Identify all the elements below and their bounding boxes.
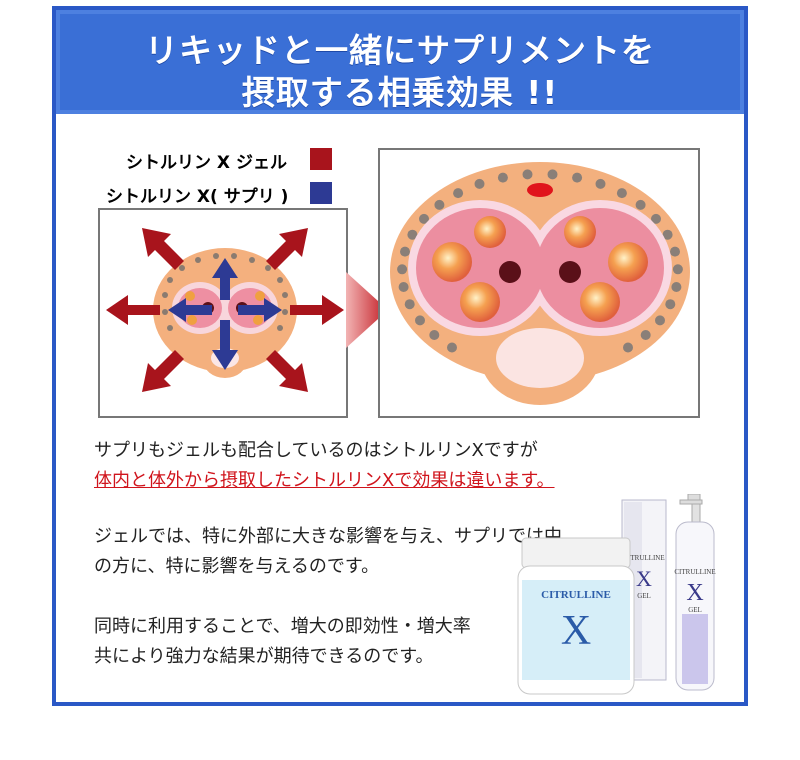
pump-brand: CITRULLINE [674, 568, 715, 576]
ring-dot [671, 282, 682, 292]
ring-dot [655, 315, 665, 326]
paragraph-3-line-1: 同時に利用することで、増大の即効性・増大率 [94, 616, 471, 637]
legend-supplement-label: シトルリン X( サプリ ) [106, 187, 289, 207]
large-cross-section-diagram [378, 148, 700, 418]
bottle-letter: X [561, 608, 591, 654]
ring-dot [404, 299, 415, 310]
paragraph-1-line-1: サプリもジェルも配合しているのはシトルリンXですが [94, 440, 538, 461]
ring-dot [572, 172, 583, 183]
box-sub: GEL [637, 592, 651, 600]
paragraph-2-line-1: ジェルでは、特に外部に大きな影響を与え、サプリでは中 [94, 526, 562, 547]
large-diagram-svg [390, 162, 690, 405]
ring-dot [447, 342, 457, 353]
ring-dot [497, 172, 508, 183]
ring-dot [415, 315, 425, 326]
ring-dot [522, 169, 533, 180]
gel-outward-arrows [106, 228, 344, 392]
transition-arrow-icon [346, 272, 388, 348]
ring-dot [407, 229, 418, 240]
legend-gel-swatch [310, 148, 332, 170]
ring-dot [419, 213, 429, 224]
top-vessel [527, 183, 553, 197]
ring-dot [651, 213, 661, 224]
supplement-inner-arrows [168, 258, 282, 370]
ring-dot [547, 169, 558, 180]
small-cross-section-diagram [98, 208, 348, 418]
paragraph-1-line-2-highlight: 体内と体外から摂取したシトルリンXで効果は違います。 [94, 470, 555, 491]
content-area: シトルリン X ジェル シトルリン X( サプリ ) [56, 122, 744, 702]
paragraph-2-line-2: の方に、特に影響を与えるのです。 [94, 556, 380, 577]
header-banner: リキッドと一緒にサプリメントを 摂取する相乗効果 !! [56, 10, 744, 120]
legend-gel-label: シトルリン X ジェル [126, 153, 287, 173]
pump-sub: GEL [688, 606, 702, 614]
ring-dot [453, 188, 464, 199]
ring-dot [434, 199, 445, 210]
ring-dot [595, 178, 606, 189]
pump-letter: X [686, 580, 703, 606]
ring-dot [665, 299, 676, 310]
ring-dot [670, 246, 680, 257]
ring-dot [623, 342, 633, 353]
ring-dot [672, 264, 683, 275]
ring-dot [474, 178, 485, 189]
ring-dot [429, 330, 440, 340]
ring-dot [616, 188, 627, 199]
box-letter: X [636, 566, 652, 591]
box-brand: CITRULLINE [623, 554, 664, 562]
urethra [496, 328, 584, 388]
small-diagram-svg [106, 228, 344, 392]
left-chamber [416, 208, 544, 328]
title-line-1: リキッドと一緒にサプリメントを [145, 31, 655, 70]
ring-dot [397, 264, 408, 275]
product-photo-svg: CITRULLINE X GEL CITRULLINE X GEL CITRUL… [517, 493, 716, 695]
ring-dot [400, 246, 410, 257]
ring-dot [640, 330, 651, 340]
ring-dot [635, 199, 646, 210]
legend-supplement-swatch [310, 182, 332, 204]
title-line-2: 摂取する相乗効果 !! [241, 73, 559, 112]
ring-dot [398, 282, 409, 292]
paragraph-3-line-2: 共により強力な結果が期待できるのです。 [94, 646, 434, 667]
ring-dot [662, 229, 673, 240]
bottle-brand: CITRULLINE [541, 589, 611, 601]
product-photo: CITRULLINE X GEL CITRULLINE X GEL CITRUL… [512, 493, 730, 704]
content-frame: リキッドと一緒にサプリメントを 摂取する相乗効果 !! シトルリン X ジェル … [52, 6, 748, 706]
